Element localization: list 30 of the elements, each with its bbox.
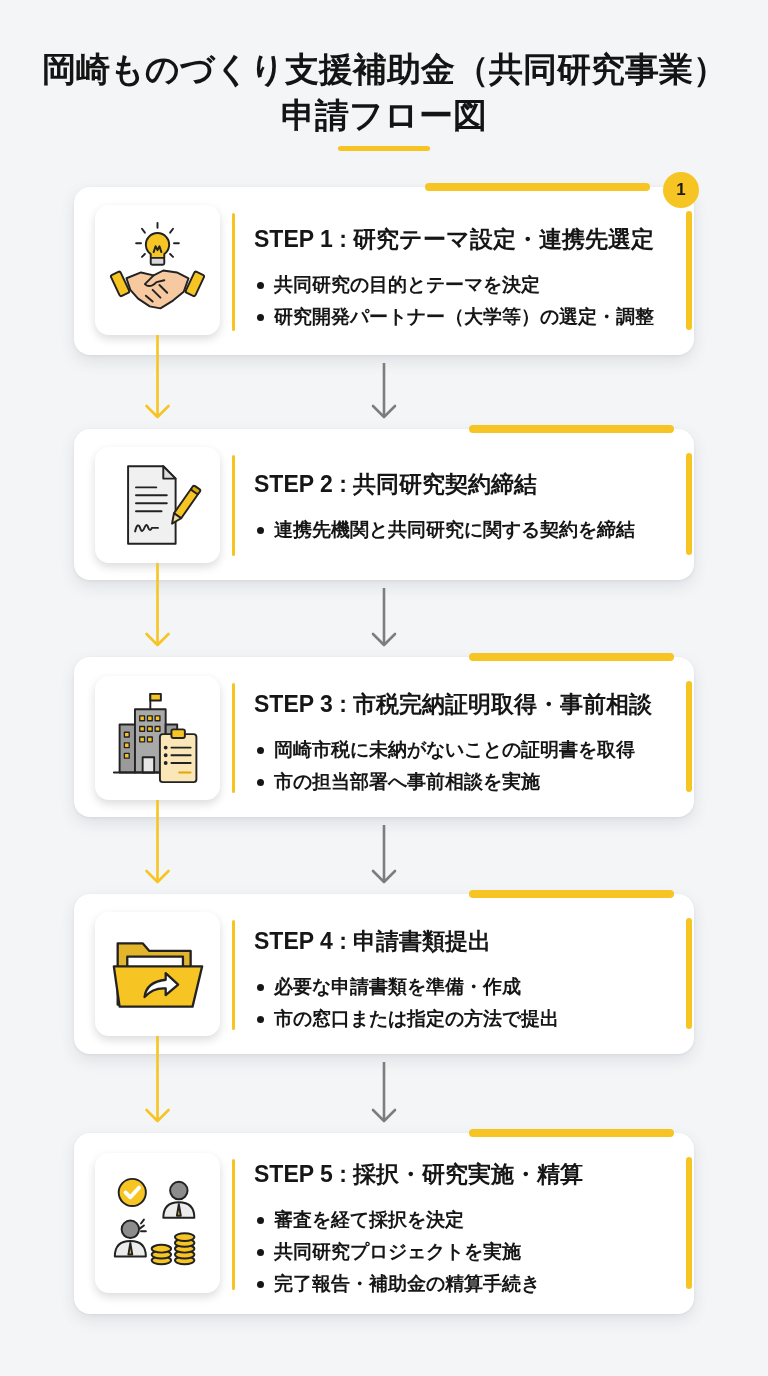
title: 岡崎ものづくり支援補助金（共同研究事業）申請フロー図 [40, 49, 728, 136]
bullet-text: 完了報告・補助金の精算手続き [274, 1273, 540, 1294]
arrow [145, 1036, 170, 1123]
bullet-text: 審査を経て採択を決定 [274, 1209, 464, 1230]
arrow [371, 588, 397, 647]
bullet-text: 共同研究プロジェクトを実施 [274, 1241, 521, 1262]
step-heading: STEP 2 : 共同研究契約締結 [254, 470, 539, 499]
number-badge: 1 [663, 172, 699, 208]
icon-tile [95, 912, 220, 1036]
bullet-text: 研究開発パートナー（大学等）の選定・調整 [274, 306, 654, 327]
arrow [371, 363, 397, 419]
arrow [145, 335, 170, 419]
bullet-text: 必要な申請書類を準備・作成 [274, 976, 521, 997]
bullet-text: 市の窓口または指定の方法で提出 [274, 1008, 559, 1029]
step-heading: STEP 4 : 申請書類提出 [254, 927, 493, 956]
step-heading: STEP 3 : 市税完納証明取得・事前相談 [254, 690, 653, 719]
bullet-text: 連携先機関と共同研究に関する契約を締結 [274, 519, 635, 540]
icon-tile [95, 676, 220, 800]
step-heading: STEP 1 : 研究テーマ設定・連携先選定 [254, 225, 655, 254]
arrow [145, 563, 170, 647]
bullet-text: 岡崎市税に未納がないことの証明書を取得 [274, 739, 635, 760]
icon-tile [95, 1153, 220, 1293]
arrow [371, 825, 397, 884]
arrow [145, 800, 170, 884]
icon-tile [95, 447, 220, 563]
icon-tile [95, 205, 220, 335]
arrow [371, 1062, 397, 1123]
step-heading: STEP 5 : 採択・研究実施・精算 [254, 1160, 584, 1189]
bullet-text: 共同研究の目的とテーマを決定 [274, 274, 540, 295]
bullet-text: 市の担当部署へ事前相談を実施 [274, 771, 540, 792]
